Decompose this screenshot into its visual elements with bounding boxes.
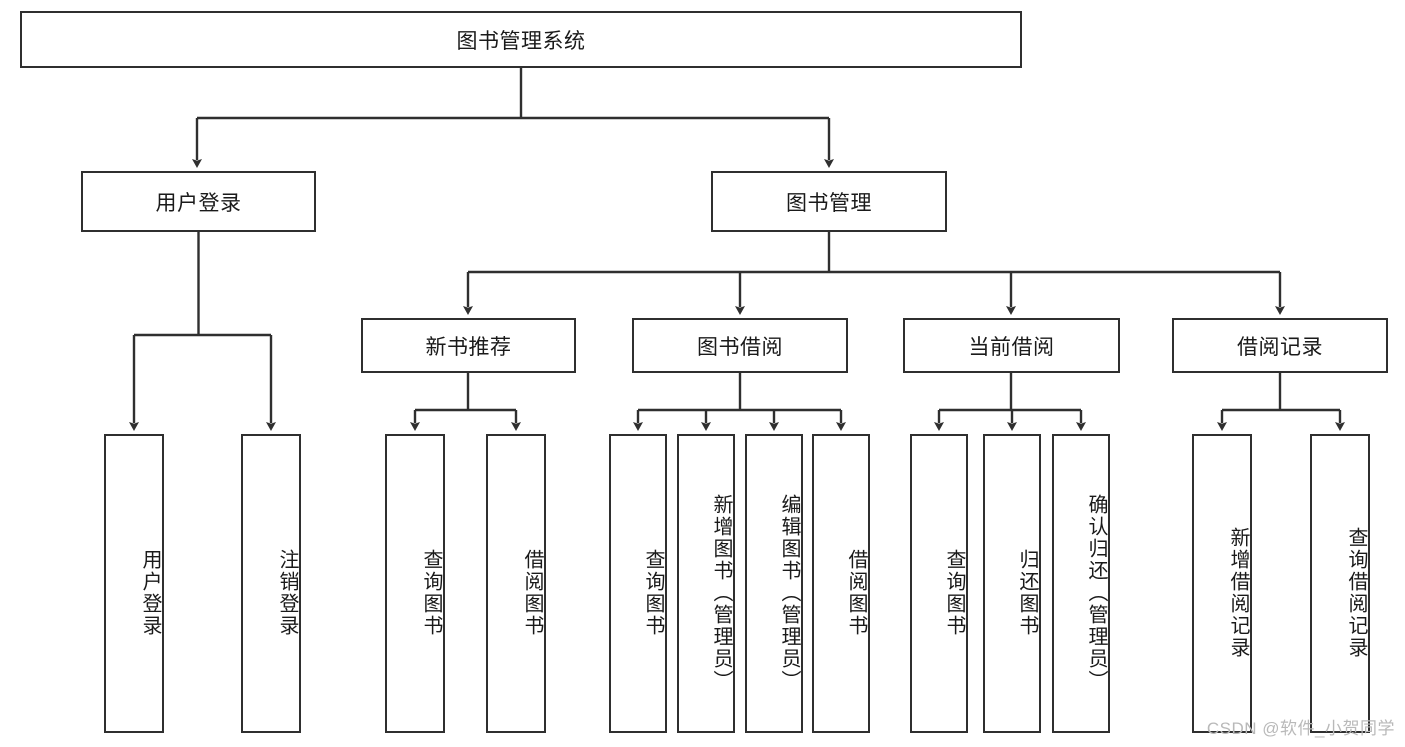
node-label: 图书借阅 [697, 335, 783, 359]
node-leaf-query-book-borrow[interactable]: 查询图书 [609, 434, 667, 733]
node-label: 确认归还（管理员） [1085, 493, 1107, 692]
node-new-book-recommend[interactable]: 新书推荐 [361, 318, 576, 373]
node-label: 查询借阅记录 [1345, 526, 1367, 659]
node-root-title[interactable]: 图书管理系统 [20, 11, 1022, 68]
node-label: 注销登录 [276, 548, 298, 637]
node-label: 用户登录 [139, 548, 161, 637]
node-user-login[interactable]: 用户登录 [81, 171, 316, 232]
node-leaf-add-borrow-record[interactable]: 新增借阅记录 [1192, 434, 1252, 733]
node-book-management[interactable]: 图书管理 [711, 171, 947, 232]
node-leaf-query-borrow-record[interactable]: 查询借阅记录 [1310, 434, 1370, 733]
node-label: 图书管理 [786, 191, 872, 215]
node-leaf-query-book-recommend[interactable]: 查询图书 [385, 434, 445, 733]
watermark-label: CSDN @软件_小贺同学 [1206, 719, 1395, 738]
node-leaf-logout-login[interactable]: 注销登录 [241, 434, 301, 733]
node-label: 归还图书 [1016, 548, 1038, 637]
node-label: 借阅图书 [845, 548, 867, 637]
node-label: 编辑图书（管理员） [778, 493, 800, 692]
node-borrow-record[interactable]: 借阅记录 [1172, 318, 1388, 373]
node-leaf-borrow-book[interactable]: 借阅图书 [812, 434, 870, 733]
node-label: 当前借阅 [968, 335, 1055, 359]
node-label: 借阅记录 [1237, 335, 1323, 359]
node-label: 查询图书 [943, 548, 965, 637]
node-current-borrow[interactable]: 当前借阅 [903, 318, 1120, 373]
node-label: 新增借阅记录 [1227, 526, 1249, 659]
node-leaf-confirm-return-admin[interactable]: 确认归还（管理员） [1052, 434, 1110, 733]
node-label: 图书管理系统 [456, 29, 586, 53]
node-label: 用户登录 [155, 191, 242, 215]
node-leaf-query-book-current[interactable]: 查询图书 [910, 434, 968, 733]
node-label: 新增图书（管理员） [710, 493, 732, 692]
node-label: 查询图书 [420, 548, 442, 637]
node-leaf-user-login[interactable]: 用户登录 [104, 434, 164, 733]
node-leaf-edit-book-admin[interactable]: 编辑图书（管理员） [745, 434, 803, 733]
node-label: 借阅图书 [521, 548, 543, 637]
node-label: 新书推荐 [425, 335, 512, 359]
node-label: 查询图书 [642, 548, 664, 637]
node-book-borrow[interactable]: 图书借阅 [632, 318, 848, 373]
node-leaf-add-book-admin[interactable]: 新增图书（管理员） [677, 434, 735, 733]
node-leaf-borrow-book-recommend[interactable]: 借阅图书 [486, 434, 546, 733]
node-leaf-return-book[interactable]: 归还图书 [983, 434, 1041, 733]
